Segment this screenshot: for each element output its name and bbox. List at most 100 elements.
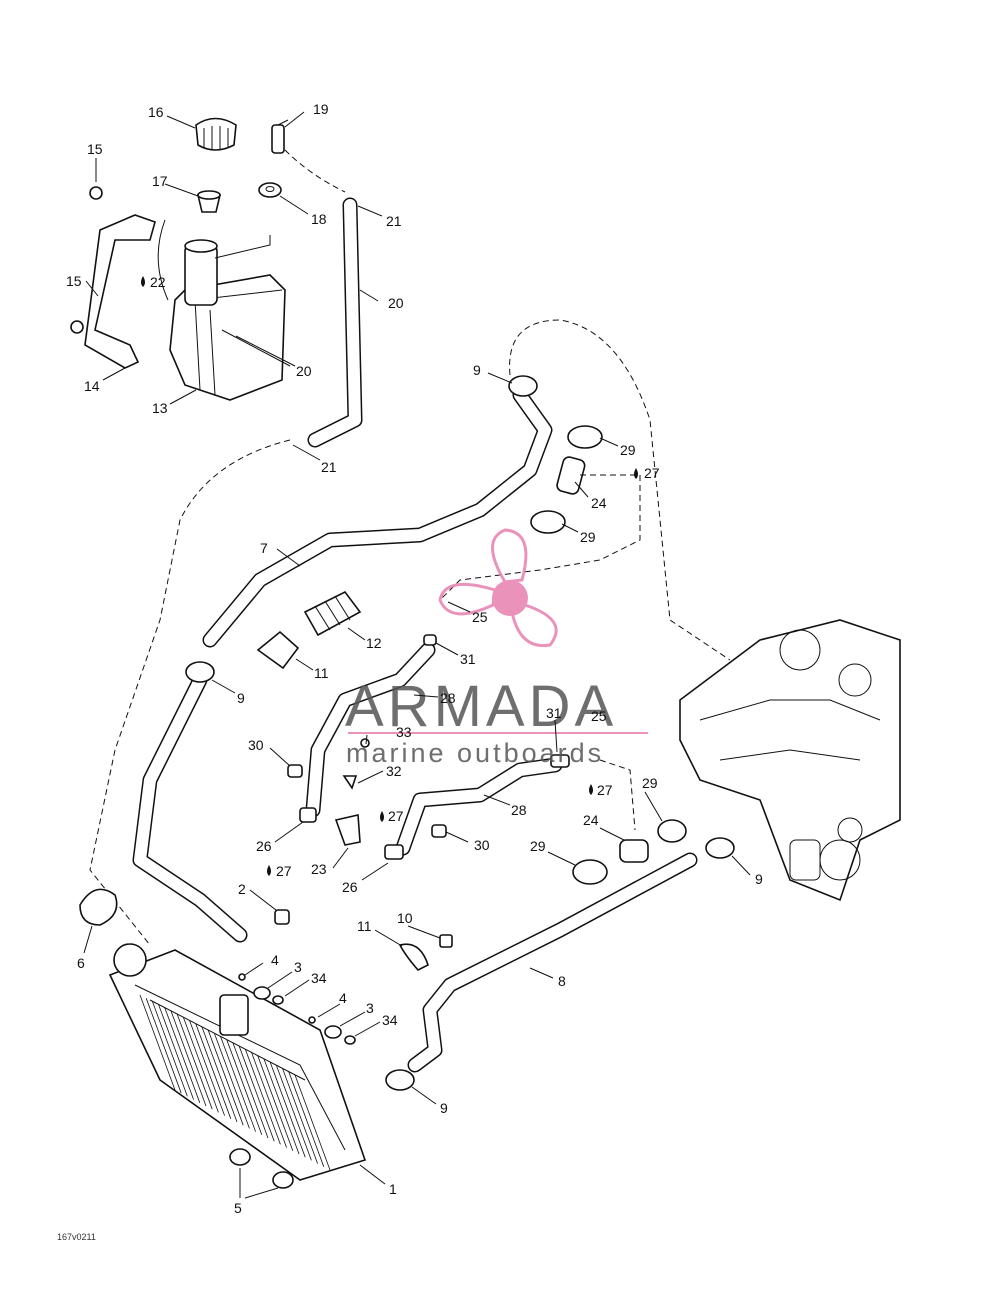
radiator-cap bbox=[79, 888, 118, 926]
clamp-9-right bbox=[705, 837, 735, 859]
callout-label: 9 bbox=[473, 362, 481, 378]
radiator-fin bbox=[282, 1068, 318, 1164]
filler-neck bbox=[196, 190, 222, 213]
rubber-sleeve bbox=[303, 590, 362, 637]
callout-label: 6 bbox=[77, 955, 85, 971]
callout-label: 17 bbox=[152, 173, 168, 189]
grommet bbox=[258, 182, 282, 198]
radiator-fin bbox=[207, 1030, 244, 1126]
tank-bracket bbox=[70, 186, 156, 369]
callout-label: 3 bbox=[366, 1000, 374, 1016]
callout-label: 29 bbox=[530, 838, 546, 854]
lubricant-markers bbox=[141, 276, 638, 876]
radiator-fin bbox=[139, 994, 176, 1091]
callout-label: 25 bbox=[591, 708, 607, 724]
callout-label: 9 bbox=[237, 690, 245, 706]
callout-label: 27 bbox=[644, 465, 660, 481]
callout-label: 22 bbox=[150, 274, 166, 290]
clamp-9-top bbox=[508, 375, 538, 397]
radiator-fin bbox=[245, 1049, 281, 1145]
retaining-clip bbox=[398, 934, 453, 971]
radiator-fin bbox=[164, 1007, 201, 1103]
callout-label: 26 bbox=[342, 879, 358, 895]
radiator-fin bbox=[269, 1062, 306, 1158]
callout-label: 14 bbox=[84, 378, 100, 394]
figure-code: 167v0211 bbox=[57, 1232, 96, 1242]
radiator-fin bbox=[145, 998, 182, 1094]
radiator-fin bbox=[263, 1058, 300, 1155]
callout-label: 10 bbox=[397, 910, 413, 926]
callout-label: 27 bbox=[388, 808, 404, 824]
callout-label: 7 bbox=[260, 540, 268, 556]
engine bbox=[679, 619, 901, 902]
radiator-fin bbox=[152, 1001, 188, 1097]
lubricant-drop-icon bbox=[380, 811, 384, 822]
vent-fitting bbox=[271, 119, 289, 154]
radiator-fin bbox=[183, 1017, 219, 1113]
callout-label: 11 bbox=[314, 665, 329, 681]
callout-label: 19 bbox=[313, 101, 329, 117]
callout-label: 2 bbox=[238, 881, 246, 897]
radiator-fin bbox=[288, 1071, 325, 1167]
callout-labels: 16 19 15 17 18 21 22 15 20 20 14 13 21 9… bbox=[66, 101, 763, 1216]
radiator-fin bbox=[195, 1023, 232, 1119]
radiator-fin bbox=[189, 1020, 225, 1116]
radiator-fin bbox=[220, 1036, 256, 1132]
lubricant-drop-icon bbox=[634, 468, 638, 479]
radiator-fin bbox=[201, 1026, 238, 1123]
leader-lines bbox=[83, 111, 751, 1199]
watermark-brand: ARMADA bbox=[345, 674, 617, 739]
callout-label: 8 bbox=[558, 973, 566, 989]
callout-label: 28 bbox=[440, 690, 456, 706]
callout-label: 24 bbox=[591, 495, 607, 511]
radiator-fin bbox=[158, 1004, 194, 1100]
reservoir-tank bbox=[169, 239, 286, 401]
callout-label: 3 bbox=[294, 959, 302, 975]
callout-label: 27 bbox=[276, 863, 292, 879]
callout-label: 25 bbox=[472, 609, 488, 625]
callout-label: 24 bbox=[583, 812, 599, 828]
callout-label: 28 bbox=[511, 802, 527, 818]
lubricant-drop-icon bbox=[141, 276, 145, 287]
callout-label: 20 bbox=[388, 295, 404, 311]
reservoir-cap bbox=[195, 117, 237, 151]
callout-label: 26 bbox=[256, 838, 272, 854]
callout-label: 31 bbox=[460, 651, 476, 667]
callout-label: 12 bbox=[366, 635, 382, 651]
heat-shield bbox=[256, 630, 300, 670]
callout-label: 32 bbox=[386, 763, 402, 779]
radiator-fin bbox=[238, 1046, 275, 1142]
clamp-9-bottom bbox=[385, 1069, 415, 1091]
callout-label: 9 bbox=[755, 871, 763, 887]
callout-label: 30 bbox=[248, 737, 264, 753]
callout-label: 23 bbox=[311, 861, 327, 877]
radiator-fin bbox=[276, 1065, 312, 1161]
radiator-fin bbox=[214, 1033, 250, 1129]
radiator-fin bbox=[170, 1010, 207, 1107]
callout-label: 13 bbox=[152, 400, 168, 416]
radiator-fin bbox=[294, 1074, 331, 1171]
radiator-fin bbox=[257, 1055, 294, 1151]
callout-label: 31 bbox=[546, 705, 562, 721]
callout-label: 30 bbox=[474, 837, 490, 853]
callout-label: 4 bbox=[339, 990, 347, 1006]
callout-label: 34 bbox=[311, 970, 327, 986]
callout-label: 16 bbox=[148, 104, 164, 120]
callout-label: 20 bbox=[296, 363, 312, 379]
callout-label: 29 bbox=[620, 442, 636, 458]
callout-label: 15 bbox=[87, 141, 103, 157]
radiator-fin bbox=[251, 1052, 287, 1148]
radiator-fin bbox=[176, 1014, 213, 1110]
callout-label: 34 bbox=[382, 1012, 398, 1028]
callout-label: 9 bbox=[440, 1100, 448, 1116]
callout-label: 15 bbox=[66, 273, 82, 289]
callout-label: 21 bbox=[321, 459, 337, 475]
callout-label: 27 bbox=[597, 782, 613, 798]
lubricant-drop-icon bbox=[267, 865, 271, 876]
callout-label: 11 bbox=[357, 918, 372, 934]
radiator-fin bbox=[226, 1039, 263, 1135]
callout-label: 29 bbox=[580, 529, 596, 545]
lubricant-drop-icon bbox=[589, 784, 593, 795]
clamp-9-left bbox=[185, 661, 215, 683]
